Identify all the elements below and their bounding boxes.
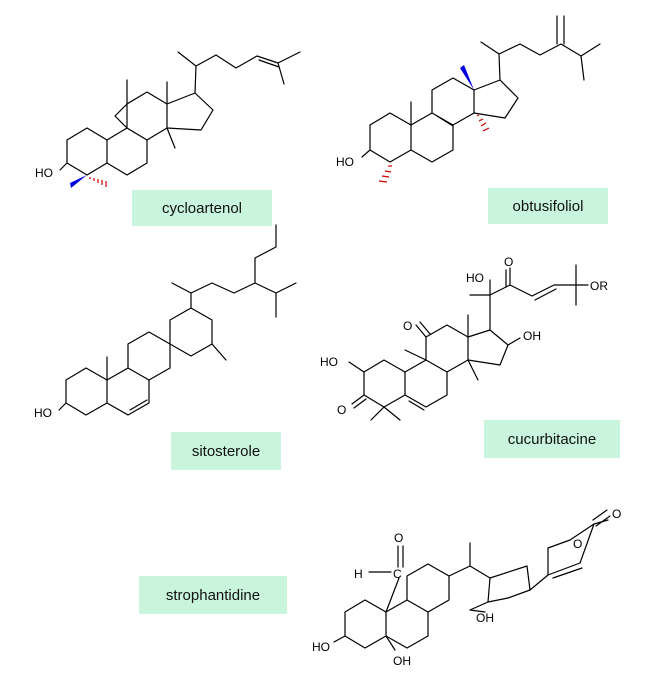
atom-c: C (393, 567, 402, 581)
structure-cycloartenol: HO (35, 51, 301, 188)
atom-ho: HO (312, 640, 330, 654)
label-cucurbitacine: cucurbitacine (484, 420, 620, 458)
atom-o: O (337, 403, 346, 417)
structure-cucurbitacine: O HO O OH HO O OR (320, 255, 608, 421)
ring-bonds (59, 51, 301, 176)
atom-ho: HO (320, 355, 338, 369)
atom-oh: OH (393, 654, 411, 668)
label-obtusifoliol: obtusifoliol (488, 188, 608, 224)
stereo-wedge (460, 65, 474, 90)
stereo-hash (378, 165, 392, 183)
atom-ho: HO (34, 406, 52, 420)
atom-h: H (354, 567, 363, 581)
atom-o: O (573, 537, 582, 551)
atom-oh: OH (523, 329, 541, 343)
ring-bonds (333, 509, 611, 651)
ring-bonds (348, 264, 589, 421)
structure-sitosterole: HO (34, 224, 297, 420)
atom-o: O (504, 255, 513, 269)
atom-o: O (403, 319, 412, 333)
atom-or: OR (590, 279, 608, 293)
atom-o: O (612, 507, 621, 521)
ring-bonds (361, 15, 601, 163)
ring-bonds (58, 224, 297, 416)
structure-obtusifoliol: HO (336, 15, 601, 183)
atom-oh: OH (476, 611, 494, 625)
label-cycloartenol: cycloartenol (132, 190, 272, 226)
atom-ho: HO (466, 271, 484, 285)
structure-strophantidine: O H C HO OH OH O O (312, 507, 621, 668)
stereo-hash (89, 177, 107, 187)
stereo-hash (476, 114, 490, 132)
atom-o: O (394, 531, 403, 545)
stereo-wedge (70, 175, 87, 188)
label-sitosterole: sitosterole (171, 432, 281, 470)
atom-ho: HO (336, 155, 354, 169)
atom-ho: HO (35, 166, 53, 180)
label-strophantidine: strophantidine (139, 576, 287, 614)
